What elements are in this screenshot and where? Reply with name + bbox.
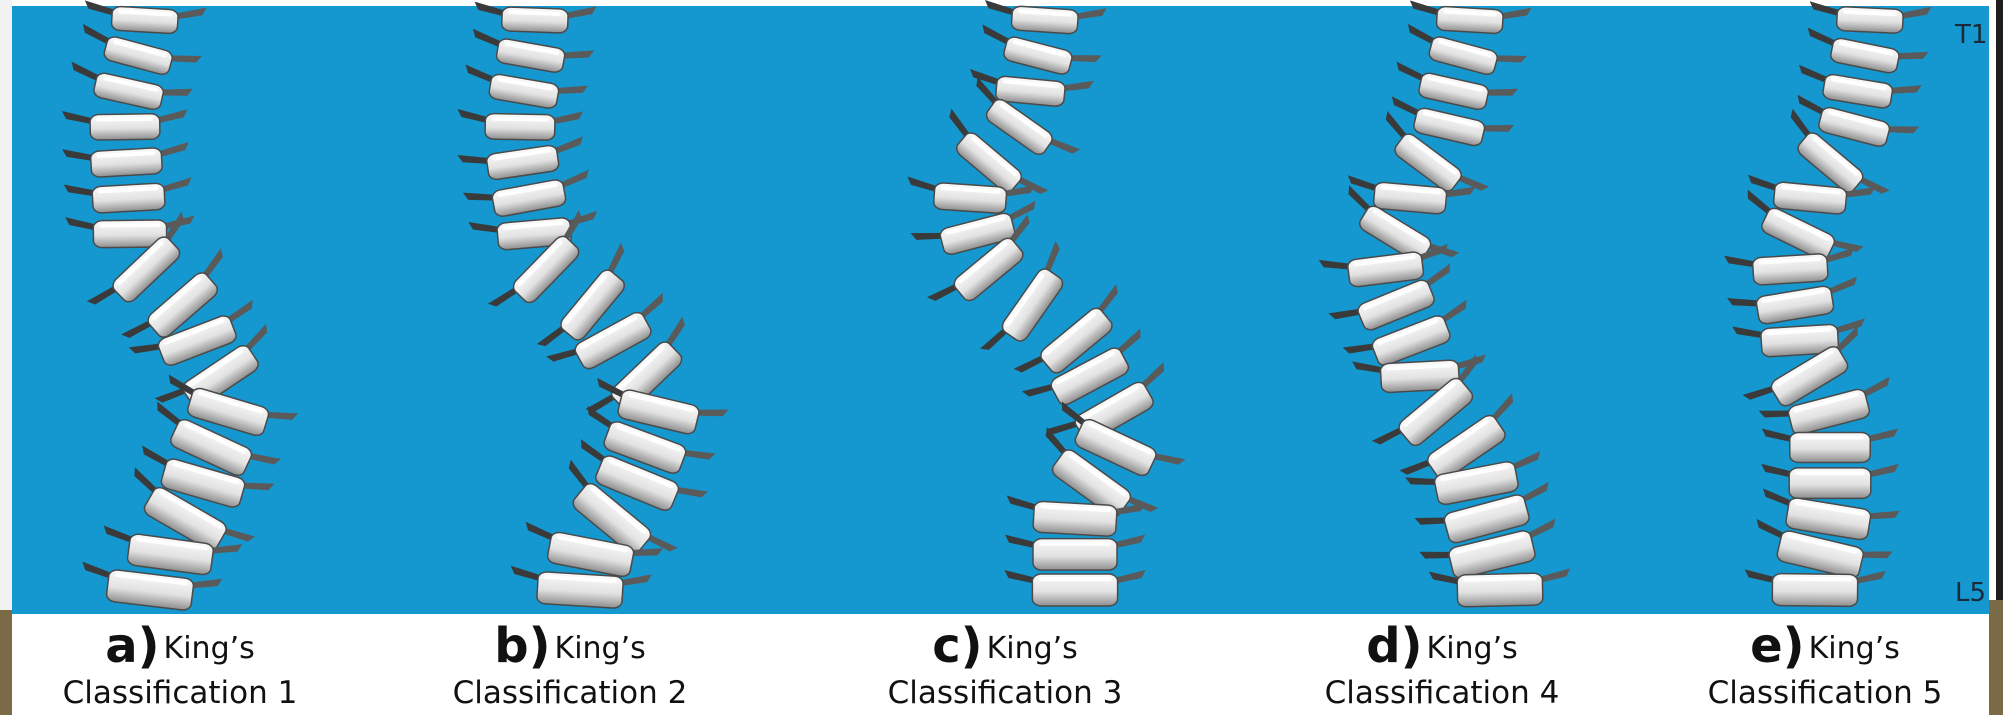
spine-e bbox=[1724, 1, 1931, 606]
process-right bbox=[246, 446, 281, 472]
process-left bbox=[1761, 464, 1793, 478]
spine-b bbox=[457, 2, 729, 611]
vertebra bbox=[460, 64, 588, 114]
vertebra-highlight bbox=[1778, 577, 1851, 582]
caption-b: b)King’s Classification 2 bbox=[400, 622, 740, 709]
vertebra bbox=[468, 29, 594, 79]
vertebra bbox=[64, 177, 194, 215]
vertebral-body bbox=[999, 266, 1065, 344]
process-right bbox=[1867, 464, 1899, 478]
process-left bbox=[468, 219, 501, 236]
caption-classification: Classification 1 bbox=[10, 678, 350, 709]
caption-letter: e) bbox=[1750, 618, 1805, 674]
process-left bbox=[62, 147, 95, 163]
vertebra bbox=[1808, 1, 1931, 35]
vertebra bbox=[463, 170, 594, 223]
level-label-bottom: L5 bbox=[1955, 578, 1986, 608]
caption-classification: Classification 2 bbox=[400, 678, 740, 709]
caption-letter: d) bbox=[1366, 618, 1422, 674]
caption-e: e)King’s Classification 5 bbox=[1655, 622, 1995, 709]
vertebra bbox=[1429, 568, 1571, 607]
process-left bbox=[64, 183, 97, 199]
process-right bbox=[551, 111, 583, 126]
process-right bbox=[1113, 535, 1145, 549]
caption-kings: King’s bbox=[1809, 631, 1900, 666]
vertebra bbox=[1744, 569, 1886, 606]
vertebra bbox=[975, 24, 1101, 83]
caption-kings: King’s bbox=[987, 631, 1078, 666]
caption-classification: Classification 5 bbox=[1655, 678, 1995, 709]
caption-classification: Classification 4 bbox=[1272, 678, 1612, 709]
vertebra bbox=[1762, 429, 1898, 463]
caption-kings: King’s bbox=[555, 631, 646, 666]
caption-kings: King’s bbox=[1427, 631, 1518, 666]
vertebra bbox=[457, 136, 587, 184]
vertebra bbox=[1724, 248, 1856, 287]
vertebra bbox=[473, 2, 596, 35]
process-right bbox=[1061, 78, 1094, 95]
vertebra bbox=[1727, 276, 1862, 329]
vertebra bbox=[62, 142, 190, 179]
vertebra bbox=[983, 0, 1107, 36]
vertebra bbox=[83, 0, 206, 35]
caption-letter: c) bbox=[932, 618, 982, 674]
process-right bbox=[1114, 570, 1146, 584]
caption-a: a)King’s Classification 1 bbox=[10, 622, 350, 709]
vertebra-highlight bbox=[99, 223, 160, 228]
vertebra bbox=[1802, 27, 1928, 79]
spine-d bbox=[1319, 0, 1571, 607]
process-left bbox=[1762, 429, 1794, 443]
process-left bbox=[546, 341, 581, 369]
spine-a bbox=[62, 0, 298, 614]
process-left bbox=[1005, 535, 1037, 549]
vertebra bbox=[1005, 535, 1145, 571]
vertebra bbox=[62, 109, 188, 140]
process-left bbox=[1724, 254, 1757, 270]
process-right bbox=[1866, 429, 1898, 443]
vertebral-body bbox=[1759, 206, 1837, 262]
caption-letter: b) bbox=[494, 618, 550, 674]
process-left bbox=[1004, 570, 1036, 584]
vertebra-highlight bbox=[1039, 542, 1111, 546]
vertebra-highlight bbox=[1795, 471, 1865, 475]
process-right bbox=[220, 521, 255, 549]
process-right bbox=[174, 6, 207, 22]
process-right bbox=[1151, 446, 1186, 472]
process-left bbox=[62, 111, 94, 125]
process-right bbox=[564, 5, 597, 20]
vertebra-highlight bbox=[96, 117, 154, 122]
process-right bbox=[1074, 6, 1107, 22]
vertebra bbox=[457, 109, 583, 141]
vertebra bbox=[65, 62, 193, 117]
process-left bbox=[1732, 324, 1765, 340]
caption-kings: King’s bbox=[164, 631, 255, 666]
caption-classification: Classification 3 bbox=[835, 678, 1175, 709]
process-right bbox=[1899, 5, 1932, 20]
vertebra-highlight bbox=[1038, 577, 1111, 581]
vertebra-highlight bbox=[1796, 436, 1864, 440]
vertebra bbox=[1408, 0, 1531, 35]
level-label-top: T1 bbox=[1955, 20, 1987, 50]
caption-d: d)King’s Classification 4 bbox=[1272, 622, 1612, 709]
caption-c: c)King’s Classification 3 bbox=[835, 622, 1175, 709]
spine-c bbox=[905, 0, 1185, 606]
vertebra bbox=[1761, 464, 1899, 499]
process-right bbox=[189, 575, 222, 593]
process-left bbox=[1319, 256, 1352, 274]
process-right bbox=[1499, 6, 1532, 22]
process-left bbox=[1022, 376, 1057, 403]
caption-letter: a) bbox=[105, 618, 159, 674]
process-left bbox=[65, 217, 97, 231]
vertebra bbox=[1004, 570, 1145, 606]
